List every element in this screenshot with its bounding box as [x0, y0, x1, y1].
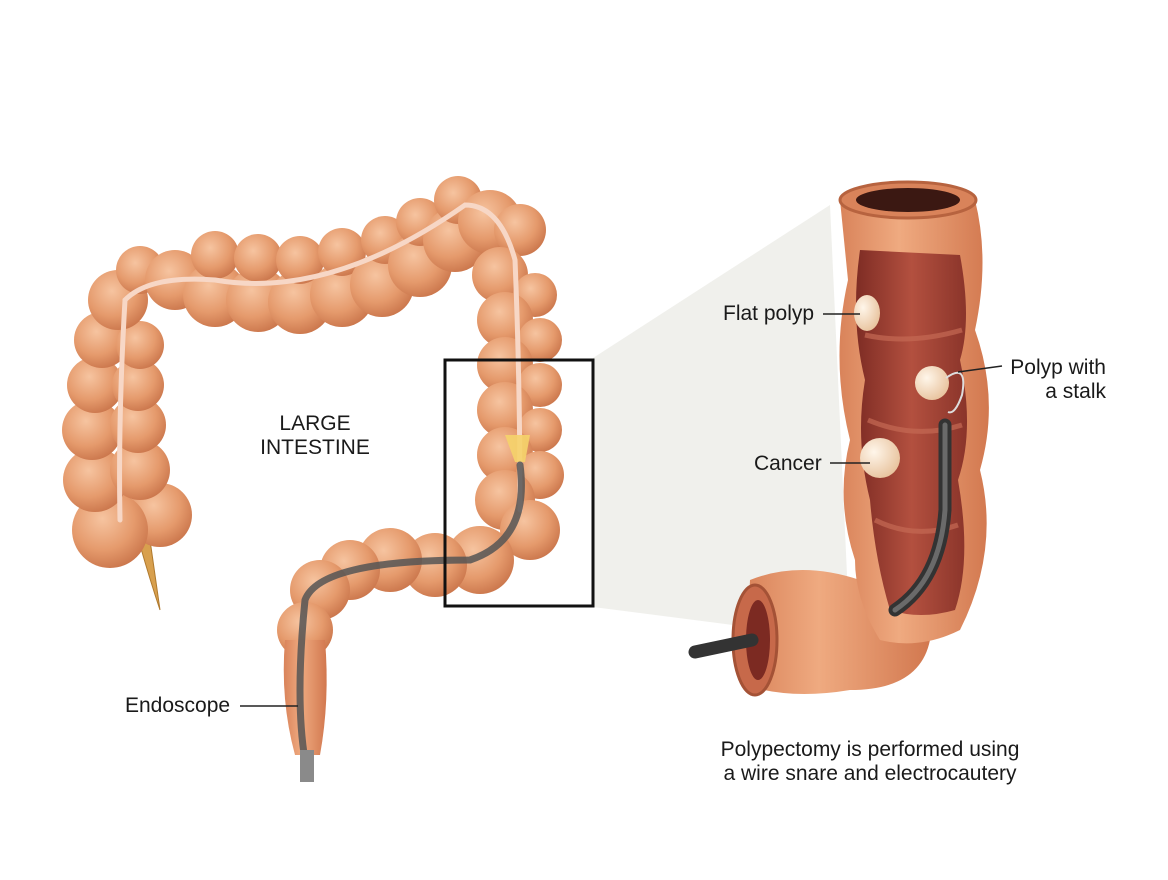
zoom-projection: [593, 205, 850, 640]
colon-cross-section: [688, 180, 989, 697]
polyp-stalk-label: Polyp with a stalk: [1010, 356, 1106, 403]
ascending-colon: [62, 246, 192, 568]
flat-polyp-label: Flat polyp: [723, 302, 815, 325]
endoscope-outside: [688, 633, 759, 659]
cancer-shape: [860, 438, 900, 478]
endoscope-label: Endoscope: [125, 694, 231, 717]
endoscope-tube: [296, 461, 525, 764]
caption: Polypectomy is performed using a wire sn…: [720, 738, 1020, 785]
flat-polyp-shape: [854, 295, 880, 331]
detail-frame: [443, 358, 595, 608]
cancer-label: Cancer: [754, 452, 822, 475]
rectum: [283, 640, 327, 755]
large-intestine-label: LARGE INTESTINE: [260, 412, 370, 459]
leader-stalk-polyp: [957, 365, 1003, 373]
large-intestine: [62, 176, 564, 782]
appendix: [139, 539, 161, 611]
stalk-polyp-shape: [915, 366, 949, 400]
